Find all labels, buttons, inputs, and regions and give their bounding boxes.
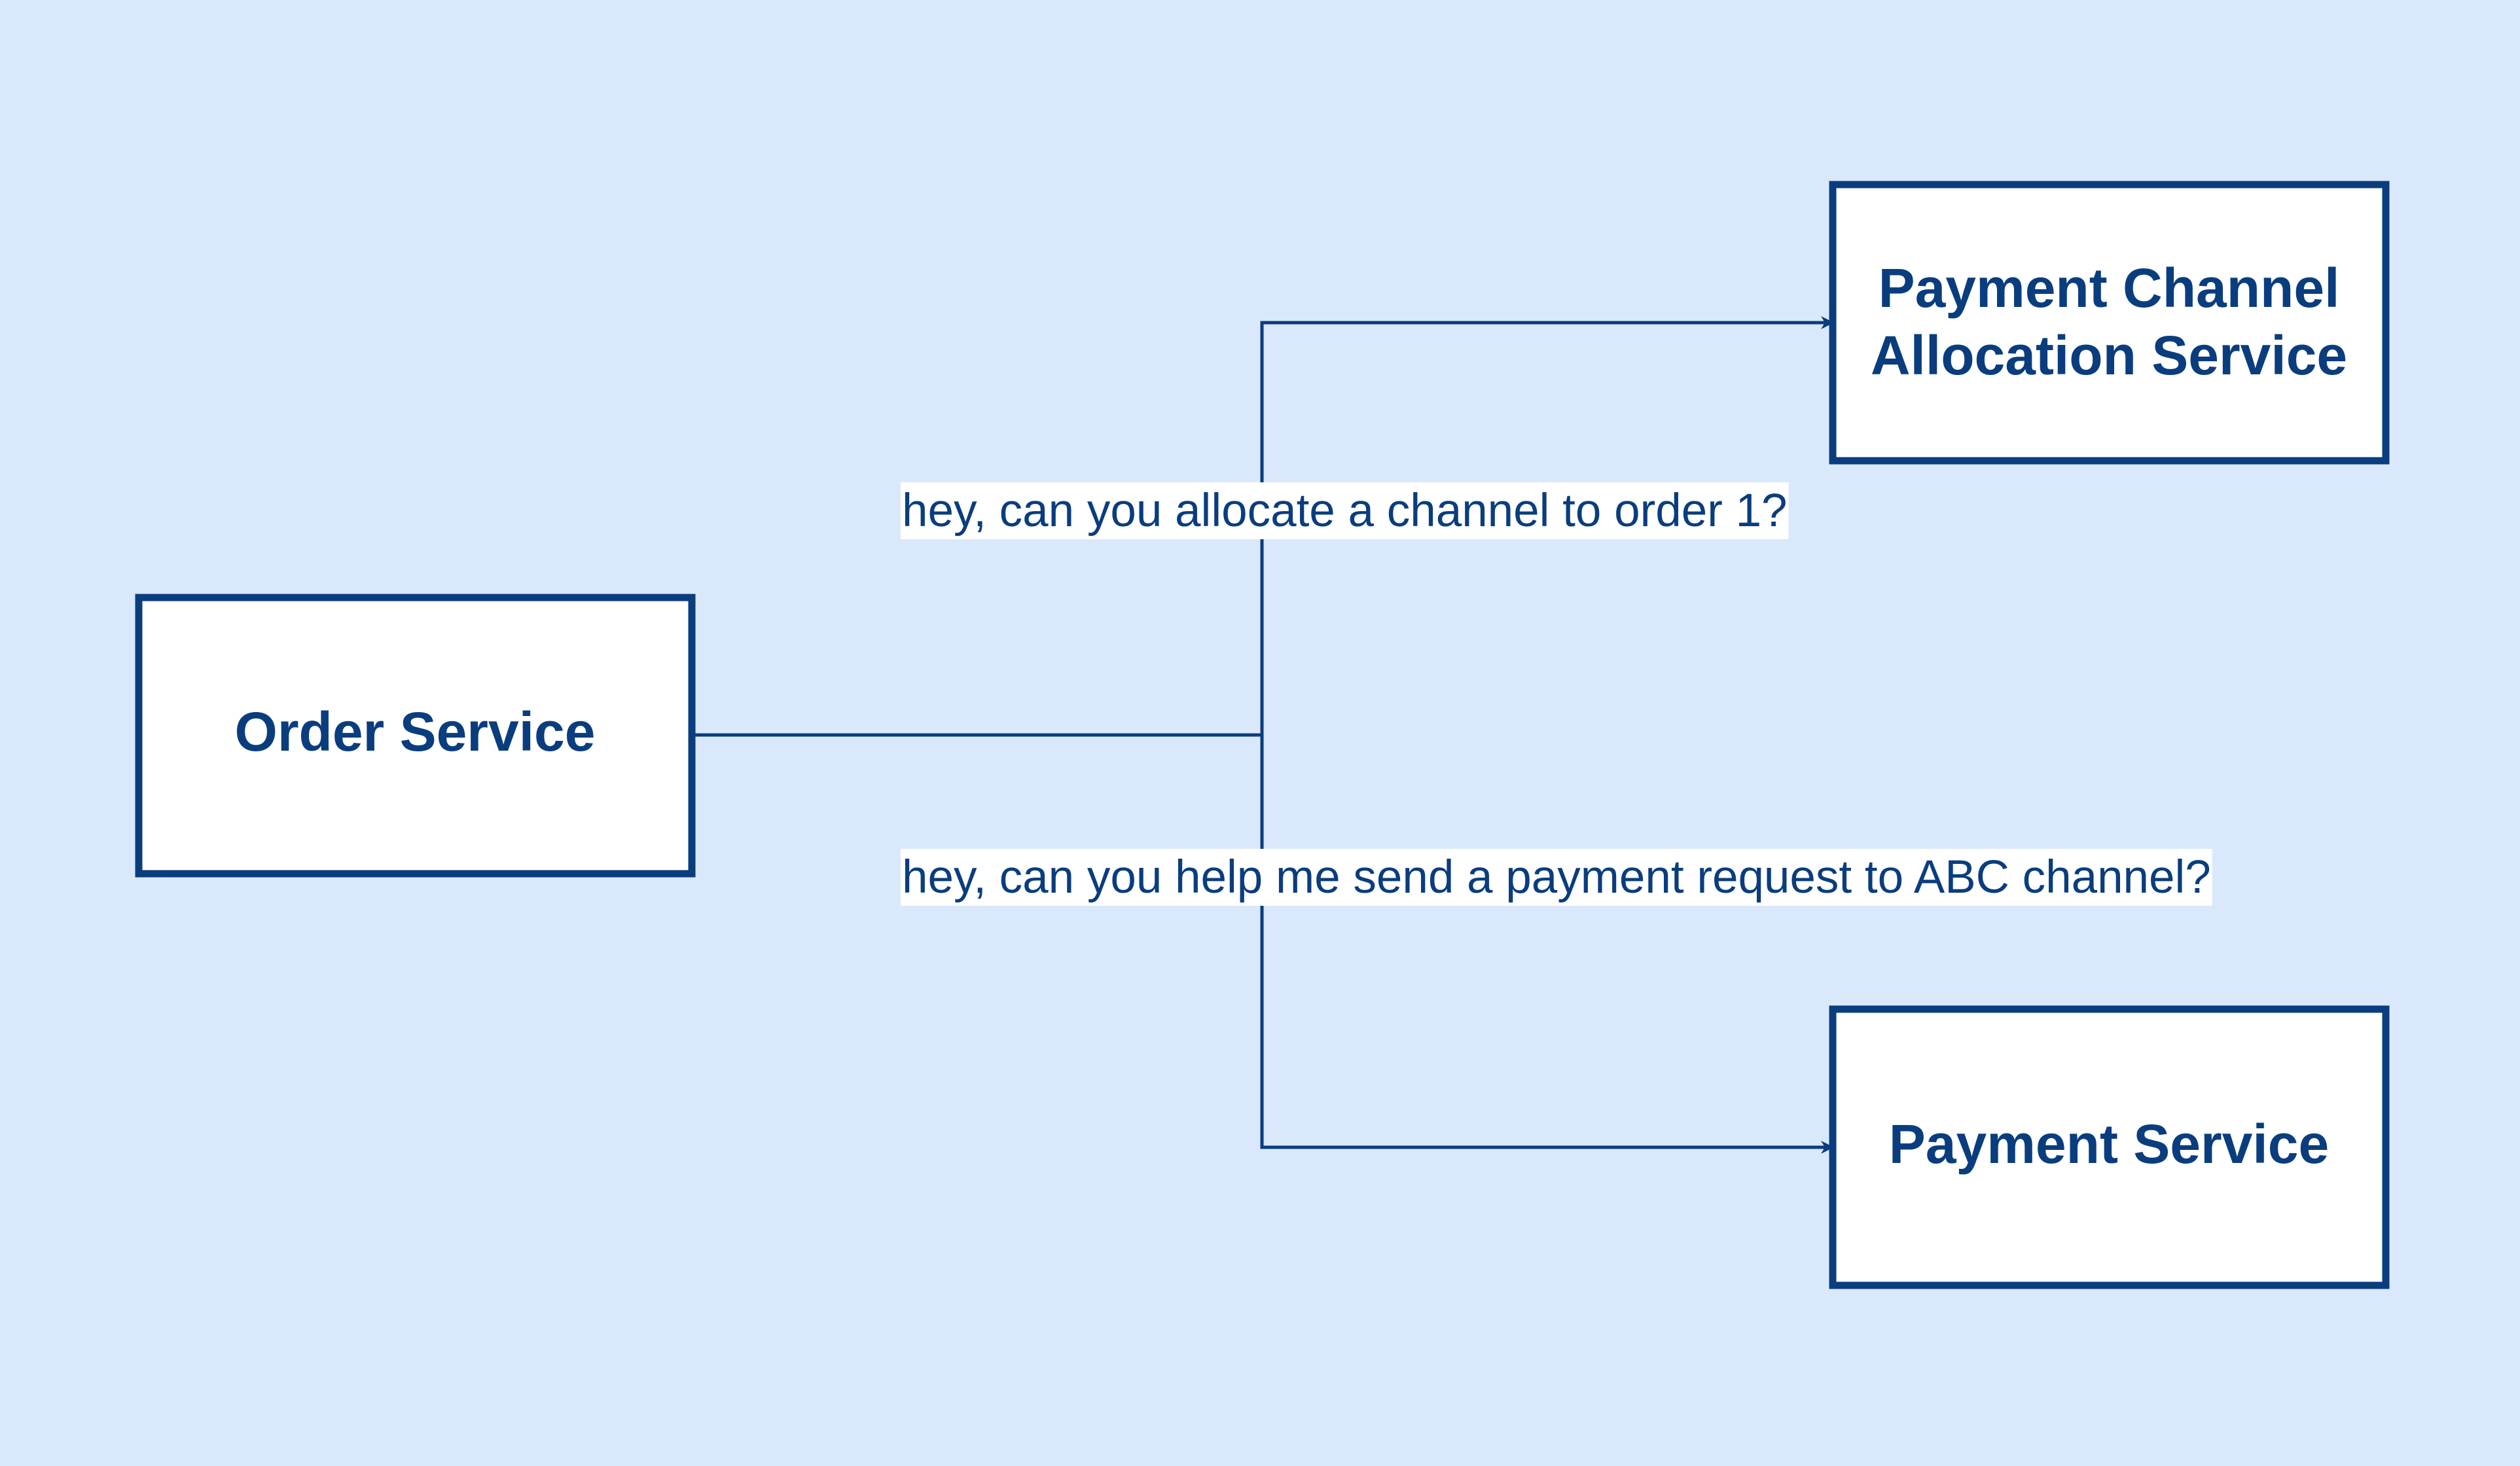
edge-label-background [901,482,1789,539]
node-label-allocation-line2: Allocation Service [1871,325,2347,386]
node-label-allocation-line1: Payment Channel [1879,257,2340,319]
node-order-service[interactable]: Order Service [135,594,696,878]
edge-label-allocation-request: hey, can you allocate a channel to order… [902,485,1788,537]
node-label-order-service: Order Service [234,701,595,762]
node-payment-service[interactable]: Payment Service [1829,1005,2390,1289]
edge-label-background [901,849,2212,906]
edge-label-payment-request: hey, can you help me send a payment requ… [902,851,2211,903]
node-payment-channel-allocation-service[interactable]: Payment Channel Allocation Service [1829,181,2390,465]
node-label-payment-service: Payment Service [1889,1113,2329,1175]
